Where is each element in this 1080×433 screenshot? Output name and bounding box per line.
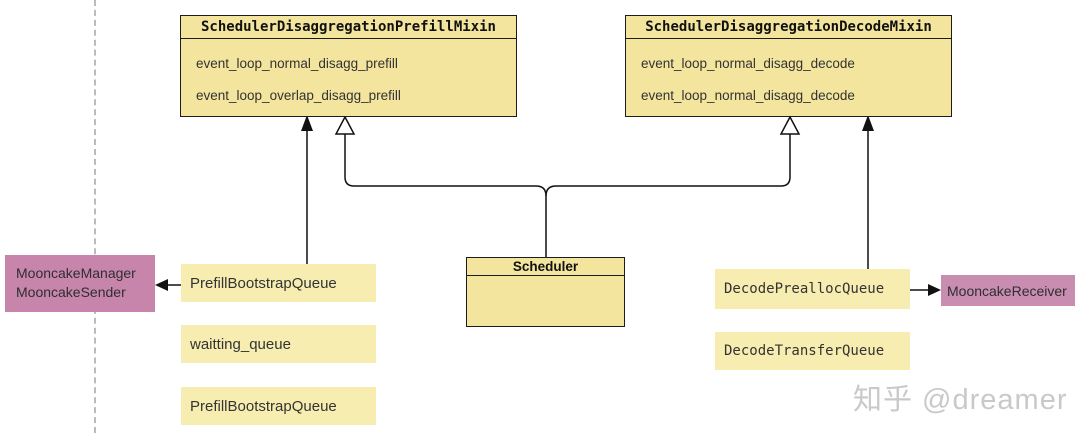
boundary-dashed-line — [94, 0, 96, 433]
solid-arrowhead-up-right — [862, 115, 874, 131]
solid-arrowhead-left — [155, 279, 168, 291]
class-body-empty — [467, 276, 624, 344]
node-decode-transfer-queue: DecodeTransferQueue — [715, 332, 910, 370]
queue-label: PrefillBootstrapQueue — [190, 397, 337, 415]
inheritance-triangle-left — [334, 115, 356, 135]
node-mooncake-manager-sender: MooncakeManager MooncakeSender — [5, 255, 155, 312]
method-item: event_loop_normal_disagg_decode — [641, 55, 855, 71]
queue-label: waitting_queue — [190, 335, 291, 353]
method-list: event_loop_normal_disagg_prefill event_l… — [181, 39, 516, 111]
mooncake-receiver-label: MooncakeReceiver — [947, 282, 1067, 299]
class-scheduler-disaggregation-decode-mixin: SchedulerDisaggregationDecodeMixin event… — [625, 15, 952, 117]
queue-label: DecodeTransferQueue — [724, 343, 885, 359]
queue-label: DecodePreallocQueue — [724, 281, 885, 297]
class-title: SchedulerDisaggregationDecodeMixin — [626, 16, 951, 39]
solid-arrowhead-right — [928, 284, 941, 296]
mooncake-sender-label: MooncakeSender — [16, 284, 126, 300]
method-item: event_loop_normal_disagg_prefill — [196, 55, 398, 71]
node-prefill-bootstrap-queue-2: PrefillBootstrapQueue — [181, 387, 376, 425]
class-scheduler: Scheduler — [466, 257, 625, 327]
method-item: event_loop_normal_disagg_decode — [641, 87, 855, 103]
watermark-zhihu-dreamer: 知乎 @dreamer — [853, 384, 1068, 416]
solid-arrowhead-up-left — [301, 115, 313, 131]
node-prefill-bootstrap-queue-1: PrefillBootstrapQueue — [181, 264, 376, 302]
node-decode-prealloc-queue: DecodePreallocQueue — [715, 269, 910, 309]
node-mooncake-receiver: MooncakeReceiver — [941, 275, 1075, 306]
method-list: event_loop_normal_disagg_decode event_lo… — [626, 39, 951, 111]
queue-label: PrefillBootstrapQueue — [190, 274, 337, 292]
edge-scheduler-to-decodemixin — [545, 134, 791, 197]
mooncake-manager-label: MooncakeManager — [16, 265, 136, 281]
method-item: event_loop_overlap_disagg_prefill — [196, 87, 401, 103]
edge-scheduler-to-prefillmixin — [344, 134, 547, 257]
node-waitting-queue: waitting_queue — [181, 325, 376, 363]
class-scheduler-disaggregation-prefill-mixin: SchedulerDisaggregationPrefillMixin even… — [180, 15, 517, 117]
class-title: Scheduler — [467, 258, 624, 276]
class-title: SchedulerDisaggregationPrefillMixin — [181, 16, 516, 39]
inheritance-triangle-right — [779, 115, 801, 135]
